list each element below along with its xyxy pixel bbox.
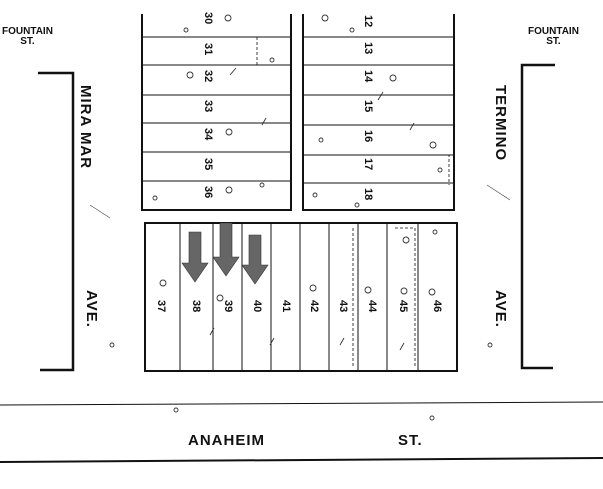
termino-ave-label: AVE. — [492, 290, 509, 328]
lot-45: 45 — [397, 300, 409, 313]
lot-18: 18 — [362, 188, 374, 201]
mira-mar-label: MIRA MAR — [77, 85, 94, 170]
lot-37: 37 — [155, 300, 167, 313]
corner-tick-left — [89, 204, 111, 219]
block-upper-left — [141, 14, 292, 211]
lot-31: 31 — [202, 43, 214, 56]
lot-42: 42 — [308, 300, 320, 313]
fountain-st-label-left: FOUNTAIN ST. — [2, 26, 53, 47]
arrow-lot-38 — [181, 231, 209, 283]
mira-mar-ave-label: AVE. — [83, 290, 100, 328]
lot-16: 16 — [362, 130, 374, 143]
lot-44: 44 — [366, 300, 378, 313]
termino-label: TERMINO — [492, 85, 509, 162]
lot-14: 14 — [362, 70, 374, 83]
lot-41: 41 — [280, 300, 292, 313]
lot-30: 30 — [202, 12, 214, 25]
lot-13: 13 — [362, 42, 374, 55]
arrows — [181, 222, 269, 285]
corner-tick-right — [486, 184, 511, 201]
anaheim-label: ANAHEIM — [188, 432, 265, 449]
lot-15: 15 — [362, 100, 374, 113]
anaheim-st-edge-top — [0, 401, 603, 406]
arrow-lot-40 — [241, 234, 269, 285]
lot-36: 36 — [202, 186, 214, 199]
lot-43: 43 — [337, 300, 349, 313]
block-bottom — [144, 222, 458, 372]
fountain-st-label-right: FOUNTAIN ST. — [528, 26, 579, 47]
lot-46: 46 — [431, 300, 443, 313]
lot-33: 33 — [202, 100, 214, 113]
termino-ave-edge — [520, 63, 555, 370]
lot-40: 40 — [251, 300, 263, 313]
mira-mar-ave-edge — [38, 71, 75, 372]
lot-12: 12 — [362, 15, 374, 28]
anaheim-st-edge-bottom — [0, 457, 603, 463]
survey-marks — [109, 14, 493, 421]
block-upper-right — [302, 14, 455, 211]
anaheim-st-label: ST. — [398, 432, 423, 449]
arrow-lot-39 — [212, 222, 240, 277]
lot-39: 39 — [222, 300, 234, 313]
lot-32: 32 — [202, 70, 214, 83]
lot-38: 38 — [190, 300, 202, 313]
lot-34: 34 — [202, 128, 214, 141]
lot-17: 17 — [362, 158, 374, 171]
lot-35: 35 — [202, 158, 214, 171]
